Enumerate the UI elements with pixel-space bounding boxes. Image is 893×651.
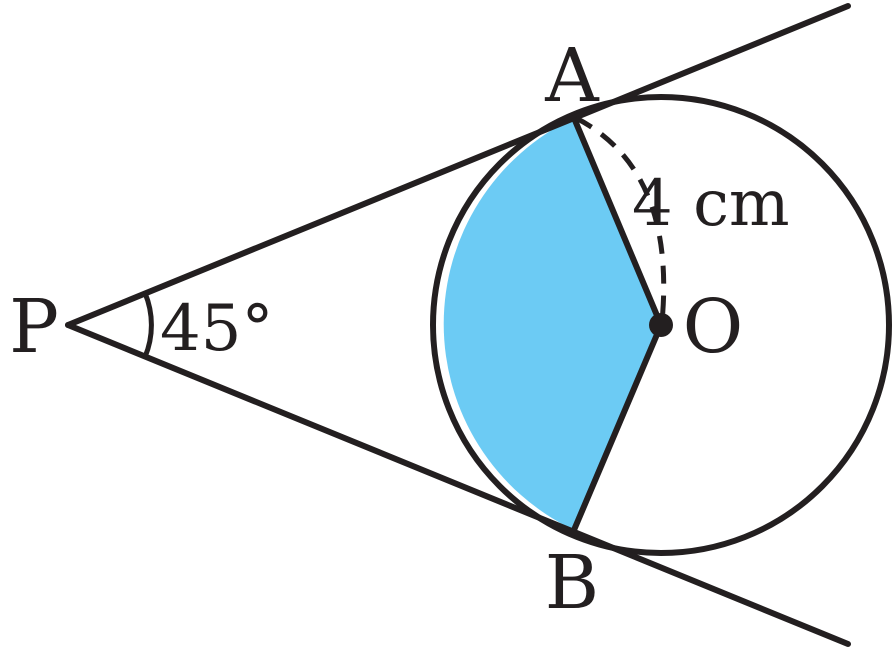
radius-oa — [571, 116, 664, 327]
shaded-region — [443, 118, 661, 530]
label-p: P — [9, 284, 59, 370]
label-a: A — [544, 33, 600, 119]
radius-label: 4 cm — [632, 167, 790, 241]
angle-label: 45° — [160, 292, 273, 366]
angle-arc — [142, 292, 154, 358]
radius-ob — [571, 323, 664, 532]
tangent-line-pa — [65, 3, 851, 328]
radius-dashed-arc — [574, 115, 667, 323]
center-point — [649, 313, 673, 337]
circle — [430, 94, 892, 556]
tangent-line-pb — [65, 322, 851, 647]
label-b: B — [545, 540, 599, 626]
label-o: O — [683, 284, 744, 370]
